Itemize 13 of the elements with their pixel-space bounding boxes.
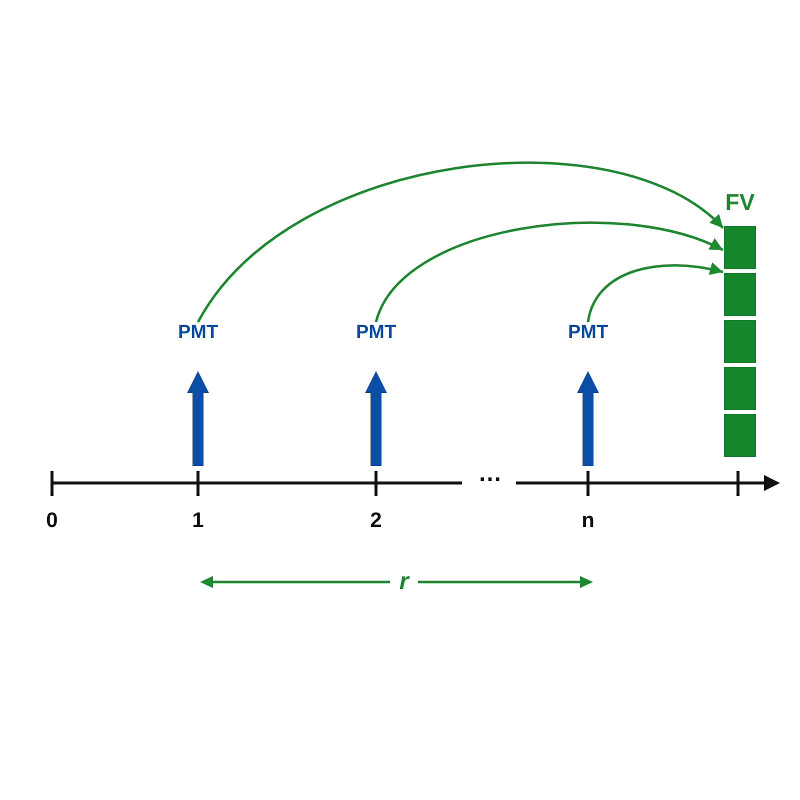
pmt-label: PMT [568, 323, 608, 343]
tick-label: n [582, 510, 594, 532]
tick-label: 0 [46, 510, 58, 532]
pmt-label: PMT [356, 323, 396, 343]
curved-arrow [374, 221, 724, 322]
ellipsis: … [478, 462, 502, 486]
fv-label: FV [725, 190, 755, 214]
tick-label: 1 [192, 510, 204, 532]
curved-arrow [196, 162, 724, 323]
rate-label: r [399, 570, 409, 594]
tick-label: 2 [370, 510, 382, 532]
pmt-label: PMT [178, 323, 218, 343]
curved-arrow [586, 262, 724, 322]
